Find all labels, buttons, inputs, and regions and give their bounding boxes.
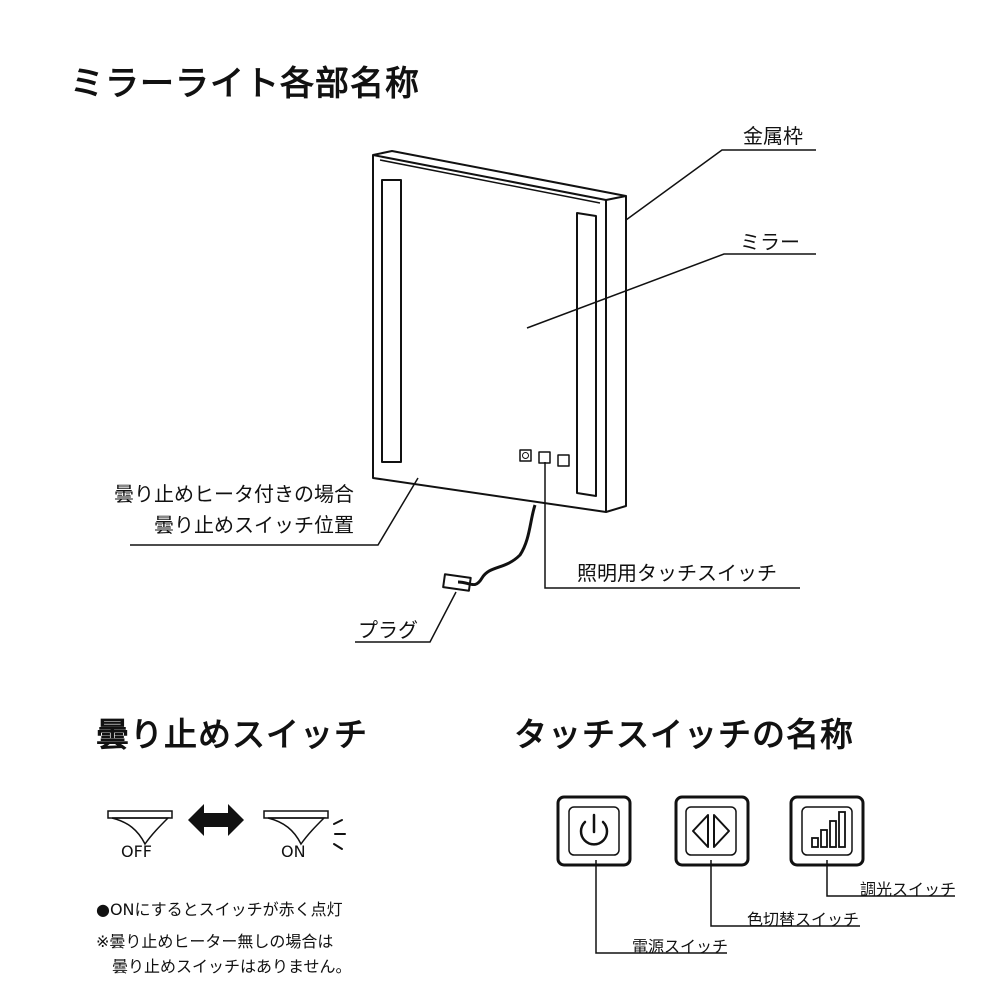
label-color-switch: 色切替スイッチ bbox=[747, 910, 860, 929]
power-switch-box bbox=[556, 795, 632, 867]
frame-top-edge bbox=[372, 150, 627, 201]
on-switch-top bbox=[263, 810, 329, 819]
label-heater-case-2: 曇り止めスイッチ位置 bbox=[154, 513, 354, 537]
antifog-note-sub-1: ※曇り止めヒーター無しの場合は bbox=[96, 932, 334, 951]
mini-color-switch bbox=[538, 451, 551, 464]
label-heater-case-1: 曇り止めヒータ付きの場合 bbox=[114, 482, 354, 506]
power-cord bbox=[457, 504, 537, 587]
on-glow-marks bbox=[333, 819, 346, 850]
led-strip-left bbox=[381, 179, 402, 463]
off-switch-body bbox=[111, 817, 170, 846]
label-plug: プラグ bbox=[358, 618, 418, 642]
on-switch-body bbox=[267, 817, 326, 846]
label-dimmer-switch: 調光スイッチ bbox=[860, 880, 957, 899]
mini-power-switch bbox=[519, 449, 532, 462]
toggle-arrow-icon bbox=[188, 804, 244, 836]
off-label: OFF bbox=[121, 842, 152, 861]
frame-side-edge bbox=[605, 196, 627, 513]
power-icon bbox=[579, 813, 609, 846]
color-arrows-icon bbox=[692, 814, 730, 848]
color-switch-box bbox=[674, 795, 750, 867]
antifog-note-main: ●ONにするとスイッチが赤く点灯 bbox=[96, 900, 343, 919]
touch-heading: タッチスイッチの名称 bbox=[514, 715, 854, 754]
antifog-note-sub-2: 曇り止めスイッチはありません。 bbox=[112, 957, 352, 976]
mini-dimmer-switch bbox=[557, 454, 570, 467]
label-mirror: ミラー bbox=[740, 230, 800, 254]
page-title: ミラーライト各部名称 bbox=[70, 64, 420, 104]
label-power-switch: 電源スイッチ bbox=[632, 937, 729, 956]
mirror-front bbox=[372, 154, 607, 513]
label-frame: 金属枠 bbox=[743, 124, 803, 148]
plug-body bbox=[442, 573, 472, 592]
label-touch-switch: 照明用タッチスイッチ bbox=[577, 561, 777, 585]
antifog-heading: 曇り止めスイッチ bbox=[96, 715, 368, 754]
off-switch-top bbox=[107, 810, 173, 819]
dimmer-bars-icon bbox=[811, 811, 846, 848]
on-label: ON bbox=[281, 842, 306, 861]
led-strip-right bbox=[576, 212, 597, 497]
